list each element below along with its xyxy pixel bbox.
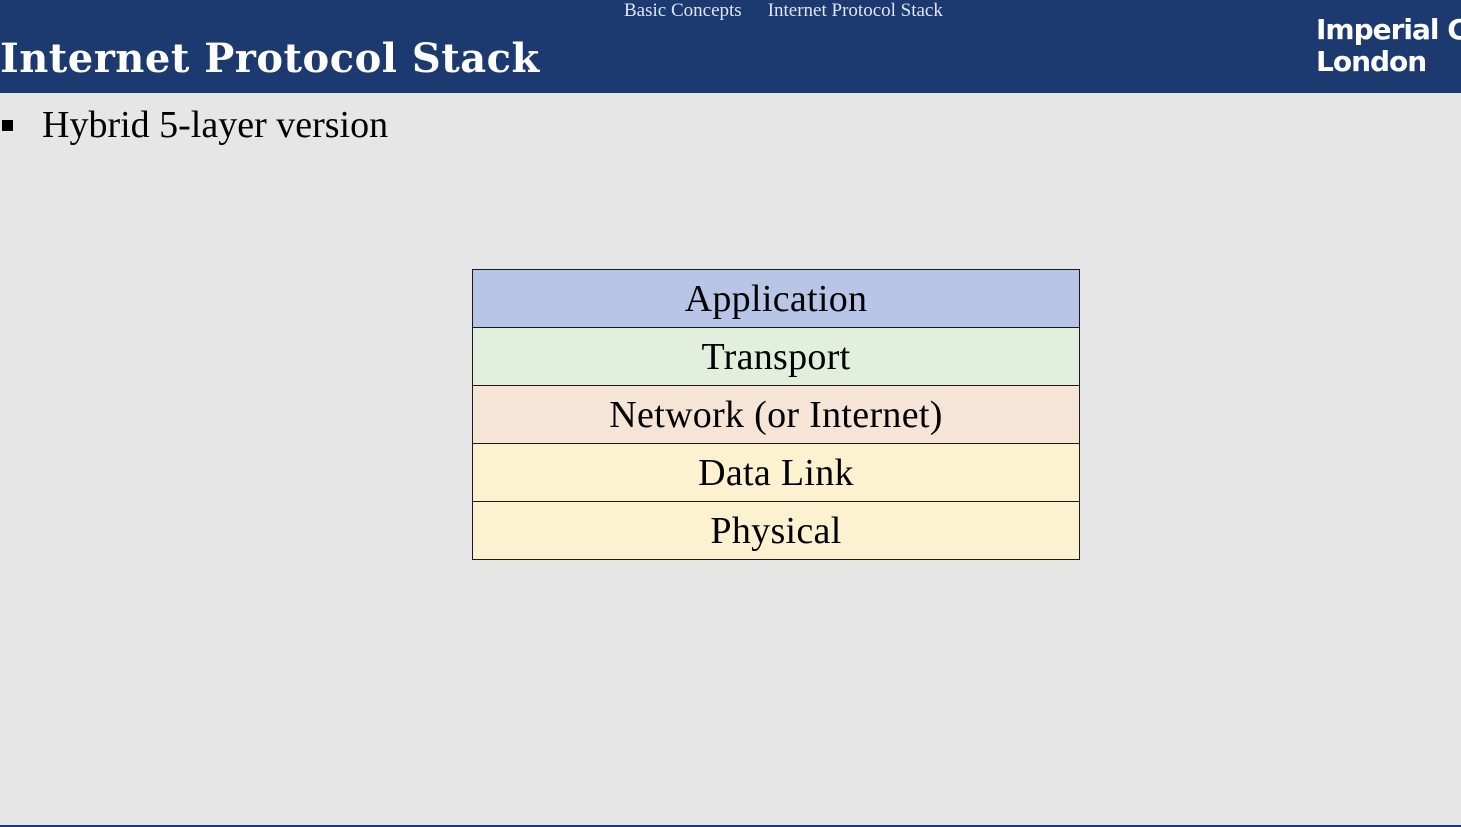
nav-subsection-link[interactable]: Internet Protocol Stack [767,0,943,21]
page-title: Internet Protocol Stack [0,35,540,82]
layer-transport: Transport [473,328,1079,386]
layer-network: Network (or Internet) [473,386,1079,444]
footer-divider [0,825,1461,827]
protocol-stack-diagram: Application Transport Network (or Intern… [472,269,1080,560]
imperial-logo: Imperial Co London [1316,14,1461,78]
layer-application: Application [473,270,1079,328]
breadcrumb: Basic Concepts Internet Protocol Stack [624,0,943,22]
logo-line-2: London [1316,45,1427,78]
bullet-text: Hybrid 5-layer version [42,104,389,146]
square-bullet-icon [2,119,13,131]
nav-section-link[interactable]: Basic Concepts [624,0,742,21]
bullet-item: Hybrid 5-layer version [0,104,388,146]
layer-physical: Physical [473,502,1079,559]
header-bar: Basic Concepts Internet Protocol Stack I… [0,0,1461,93]
layer-data-link: Data Link [473,444,1079,502]
logo-line-1: Imperial Co [1316,13,1461,46]
